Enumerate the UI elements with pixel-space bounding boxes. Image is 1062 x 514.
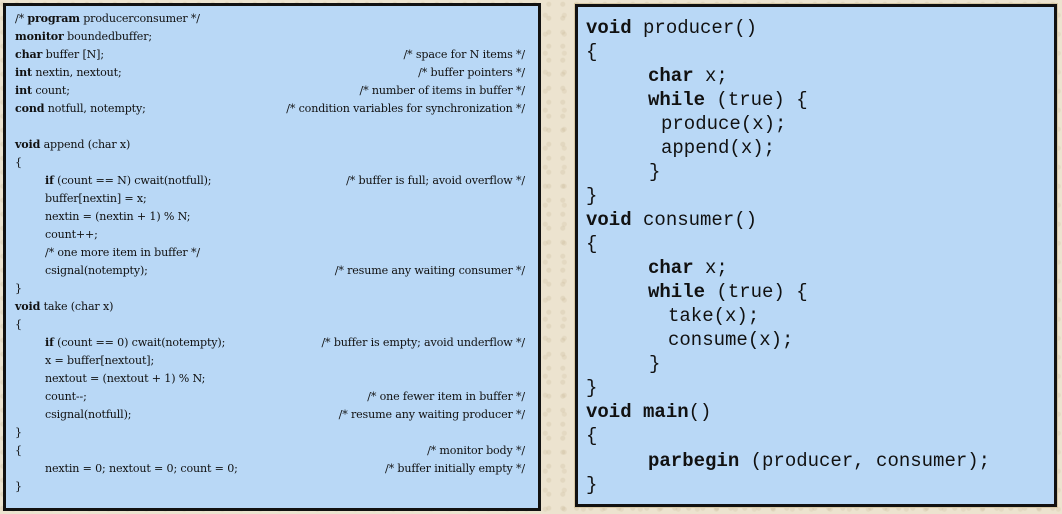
- code-comment: /* space for N items */: [403, 48, 525, 61]
- code-line: {: [15, 156, 22, 169]
- code-line: {: [15, 318, 22, 331]
- code-line: void main(): [586, 401, 712, 423]
- code-comment: /* number of items in buffer */: [359, 84, 526, 97]
- code-line: void producer(): [586, 17, 758, 39]
- code-line: if (count == 0) cwait(notempty);: [45, 336, 226, 349]
- code-comment: /* buffer is full; avoid overflow */: [346, 174, 525, 187]
- code-line: }: [586, 474, 598, 496]
- code-line: if (count == N) cwait(notfull);: [45, 174, 212, 187]
- code-line: while (true) {: [648, 89, 808, 111]
- code-line: count--;: [45, 390, 87, 403]
- code-line: take(x);: [668, 305, 760, 327]
- code-line: int nextin, nextout;: [15, 66, 122, 79]
- code-line: monitor boundedbuffer;: [15, 30, 152, 43]
- code-line: int count;: [15, 84, 70, 97]
- code-line: char x;: [648, 257, 728, 279]
- code-comment: /* condition variables for synchronizati…: [286, 102, 525, 115]
- code-line: /* program producerconsumer */: [15, 12, 200, 25]
- code-line: {: [586, 41, 598, 63]
- code-line: char buffer [N];: [15, 48, 104, 61]
- code-line: {: [586, 425, 598, 447]
- code-line: count++;: [45, 228, 98, 241]
- code-line: char x;: [648, 65, 728, 87]
- code-comment: /* resume any waiting producer */: [338, 408, 526, 421]
- code-line: buffer[nextin] = x;: [45, 192, 147, 205]
- code-line: }: [15, 480, 22, 493]
- code-line: csignal(notempty);: [45, 264, 148, 277]
- code-line: }: [15, 426, 22, 439]
- code-line: x = buffer[nextout];: [45, 354, 155, 367]
- code-line: }: [649, 161, 661, 183]
- code-line: }: [586, 185, 598, 207]
- code-line: append(x);: [661, 137, 776, 159]
- code-comment: /* buffer initially empty */: [385, 462, 525, 475]
- code-line: nextin = 0; nextout = 0; count = 0;: [45, 462, 238, 475]
- code-comment: /* buffer is empty; avoid underflow */: [321, 336, 525, 349]
- code-line: nextin = (nextin + 1) % N;: [45, 210, 191, 223]
- code-line: {: [15, 444, 22, 457]
- code-line: /* one more item in buffer */: [45, 246, 200, 259]
- code-line: void take (char x): [15, 300, 114, 313]
- code-comment: /* monitor body */: [427, 444, 525, 457]
- code-line: produce(x);: [661, 113, 787, 135]
- code-line: nextout = (nextout + 1) % N;: [45, 372, 206, 385]
- code-comment: /* buffer pointers */: [418, 66, 525, 79]
- code-line: }: [649, 353, 661, 375]
- code-line: consume(x);: [668, 329, 794, 351]
- code-comment: /* resume any waiting consumer */: [334, 264, 525, 277]
- code-line: }: [586, 377, 598, 399]
- producer-consumer-code-lines: void producer() { char x; while (true) {…: [578, 7, 1054, 504]
- code-line: cond notfull, notempty;: [15, 102, 146, 115]
- code-line: }: [15, 282, 22, 295]
- monitor-code-panel: /* program producerconsumer */ monitor b…: [3, 3, 541, 511]
- code-line: csignal(notfull);: [45, 408, 132, 421]
- monitor-code-lines: /* program producerconsumer */ monitor b…: [6, 6, 538, 508]
- code-line: parbegin (producer, consumer);: [648, 450, 991, 472]
- code-line: while (true) {: [648, 281, 808, 303]
- code-comment: /* one fewer item in buffer */: [367, 390, 525, 403]
- producer-consumer-code-panel: void producer() { char x; while (true) {…: [575, 4, 1057, 507]
- code-line: void append (char x): [15, 138, 131, 151]
- code-line: void consumer(): [586, 209, 758, 231]
- code-line: {: [586, 233, 598, 255]
